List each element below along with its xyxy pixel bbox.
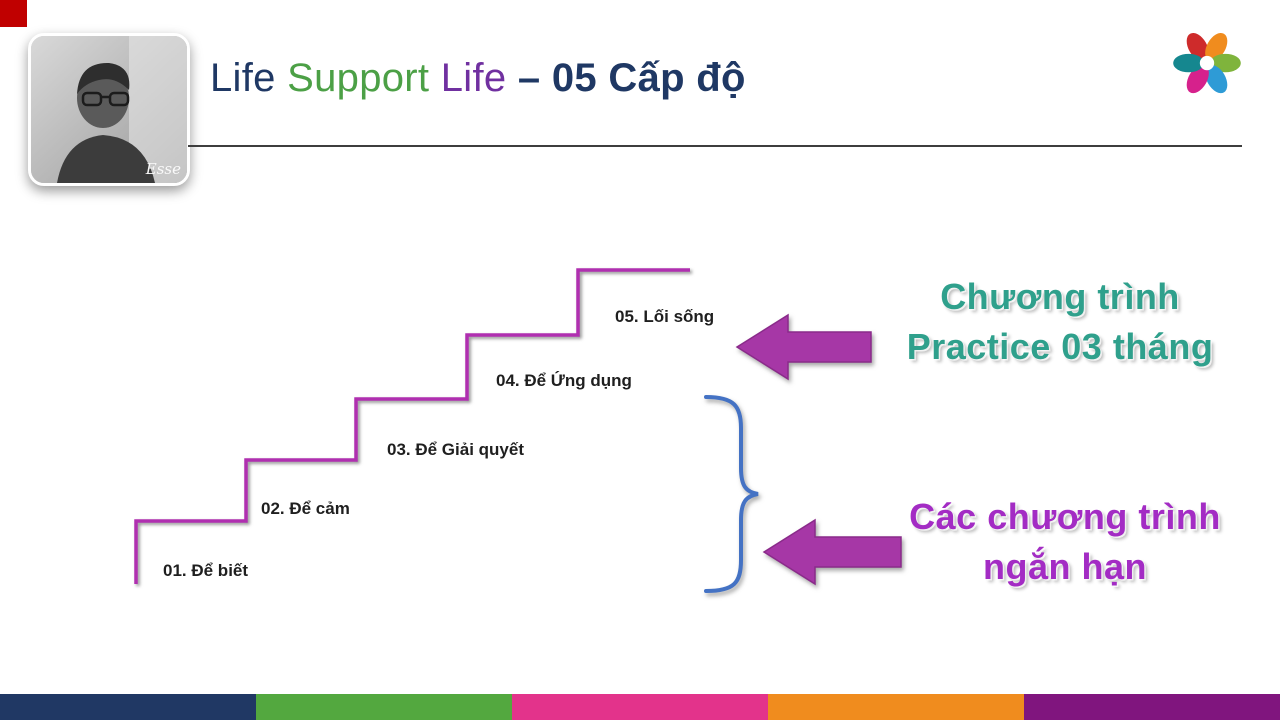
annotation-line: Các chương trình <box>909 496 1221 537</box>
step-label-02: 02. Để cảm <box>261 499 350 518</box>
footer-color-bar <box>0 694 1280 720</box>
annotation-line: Chương trình <box>940 276 1180 317</box>
title-subtitle: 05 Cấp độ <box>551 56 746 100</box>
flower-logo-icon <box>1173 32 1241 94</box>
title-word-life-1: Life <box>210 56 276 100</box>
footer-color-block <box>256 694 512 720</box>
page-title: Life Support Life – 05 Cấp độ <box>210 56 746 101</box>
portrait-shoulders <box>57 135 155 183</box>
step-label-05: 05. Lối sống <box>615 307 715 326</box>
header-divider <box>188 145 1242 147</box>
flower-petal <box>1205 64 1228 94</box>
step-label-01: 01. Để biết <box>163 561 249 580</box>
title-separator: – <box>517 56 541 100</box>
title-word-life-2: Life <box>440 56 507 100</box>
flower-center <box>1199 55 1215 71</box>
photo-signature: Esse <box>145 160 181 178</box>
flower-petal <box>1173 53 1204 73</box>
footer-color-block <box>1024 694 1280 720</box>
step-label-03: 03. Để Giải quyết <box>387 440 524 459</box>
practice-left-arrow-icon <box>735 313 872 381</box>
title-word-support: Support <box>287 56 430 100</box>
presenter-photo: Esse <box>28 33 190 186</box>
step-label-04: 04. Để Ứng dụng <box>496 371 632 390</box>
annotation-short-term-programs: Các chương trình ngắn hạn <box>885 492 1245 593</box>
staircase-line <box>134 268 690 584</box>
footer-color-block <box>0 694 256 720</box>
glasses-left-lens <box>81 91 103 107</box>
presenter-portrait-image: Esse <box>31 36 187 183</box>
annotation-line: Practice 03 tháng <box>906 326 1214 368</box>
footer-color-block <box>768 694 1024 720</box>
annotation-line: ngắn hạn <box>983 546 1147 588</box>
flower-petals <box>1173 32 1241 94</box>
glasses-right-lens <box>108 91 130 107</box>
short-term-left-arrow-icon <box>762 518 902 586</box>
footer-color-block <box>512 694 768 720</box>
red-corner-accent <box>0 0 27 27</box>
portrait-hair <box>77 62 130 94</box>
annotation-practice-program: Chương trình Practice 03 tháng <box>880 272 1240 373</box>
grouping-brace-icon <box>704 395 759 593</box>
